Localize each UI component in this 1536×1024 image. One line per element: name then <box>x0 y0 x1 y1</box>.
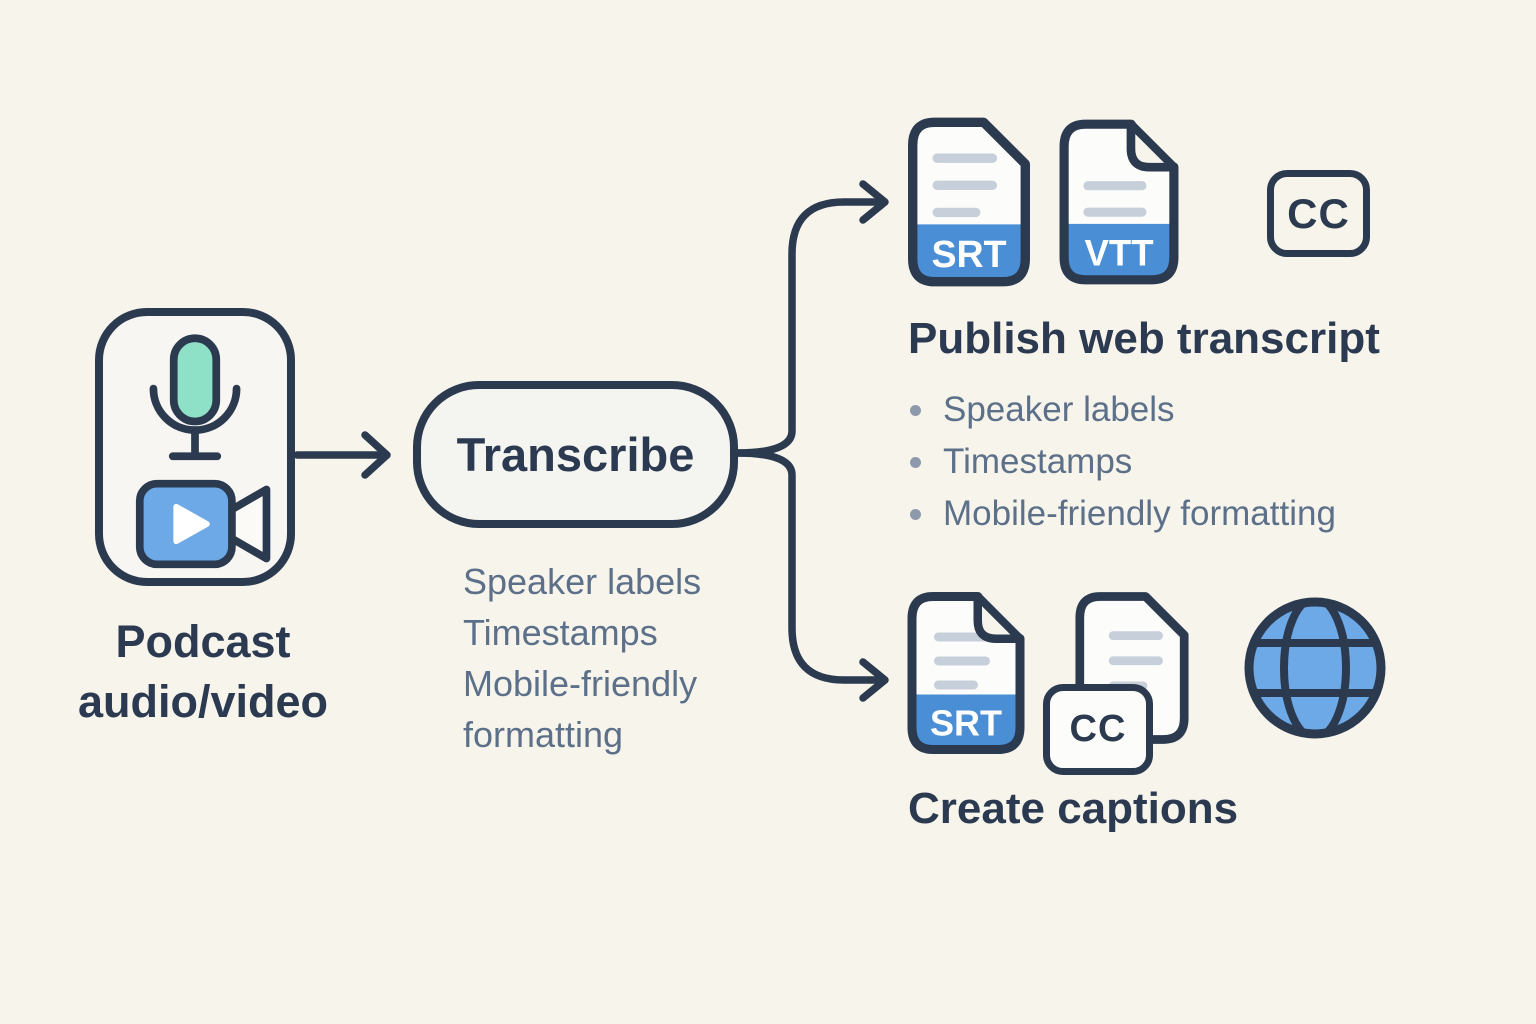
bullet-dot-icon <box>910 508 921 520</box>
bullet-dot-icon <box>910 404 921 416</box>
transcribe-label: Transcribe <box>456 428 695 481</box>
bullet-dot-icon <box>910 456 921 468</box>
srt-file-icon: SRT <box>908 117 1030 287</box>
bullet-label: Timestamps <box>943 442 1133 481</box>
srt-file-label: SRT <box>931 233 1006 275</box>
transcribe-node: Transcribe <box>413 381 738 528</box>
transcribe-feature: Timestamps <box>463 612 658 653</box>
podcast-label-line1: Podcast <box>115 616 291 667</box>
bullet-label: Mobile-friendly formatting <box>943 494 1336 533</box>
transcribe-feature: Speaker labels <box>463 561 702 602</box>
podcast-source-label: Podcast audio/video <box>23 612 383 732</box>
vtt-file-label: VTT <box>1084 233 1153 274</box>
cc-badge-icon: CC <box>1267 170 1370 257</box>
bullet-item: Mobile-friendly formatting <box>910 488 1336 540</box>
transcribe-feature: Mobile-friendly formatting <box>463 663 698 755</box>
srt-file-icon: SRT <box>907 592 1025 754</box>
transcribe-feature-list: Speaker labels Timestamps Mobile-friendl… <box>463 556 751 760</box>
bullet-item: Speaker labels <box>910 384 1336 436</box>
cc-badge-label: CC <box>1069 708 1127 750</box>
video-camera-icon <box>135 479 271 569</box>
cc-badge-label: CC <box>1287 189 1350 237</box>
podcast-label-line2: audio/video <box>77 676 329 727</box>
vtt-file-icon: VTT <box>1059 119 1179 285</box>
cc-badge-icon: CC <box>1043 684 1153 775</box>
branch-connector <box>735 180 889 702</box>
create-captions-title: Create captions <box>908 784 1239 833</box>
arrow-source-to-transcribe <box>295 431 391 479</box>
globe-icon <box>1244 597 1386 739</box>
publish-web-transcript-title: Publish web transcript <box>908 314 1380 363</box>
captioned-document-icon: CC <box>1040 586 1190 775</box>
web-transcript-bullet-list: Speaker labels Timestamps Mobile-friendl… <box>910 384 1336 540</box>
microphone-icon <box>149 334 241 461</box>
podcast-source-node <box>95 308 295 586</box>
srt-file-label: SRT <box>930 703 1002 744</box>
bullet-item: Timestamps <box>910 436 1336 488</box>
bullet-label: Speaker labels <box>943 390 1175 429</box>
